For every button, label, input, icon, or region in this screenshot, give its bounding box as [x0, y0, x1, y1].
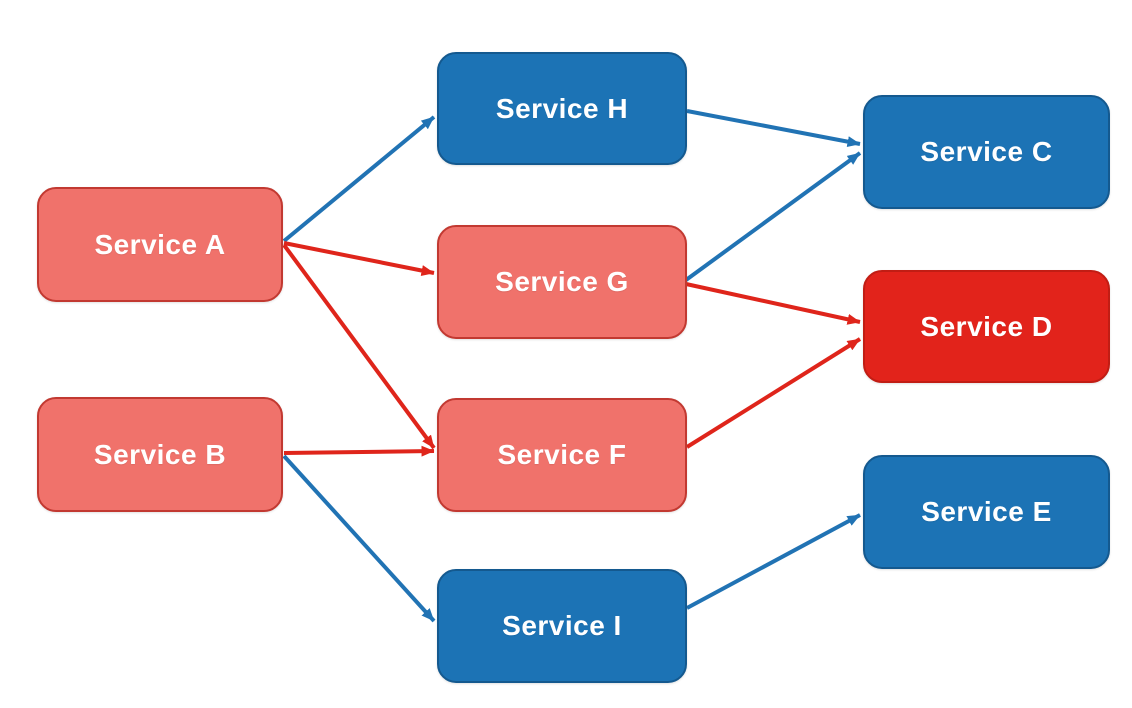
edge-g-to-d: [685, 282, 861, 325]
node-label: Service D: [920, 310, 1053, 342]
edge-f-to-d: [685, 337, 862, 449]
node-label: Service E: [921, 496, 1052, 527]
node-service-b: Service B: [37, 397, 283, 512]
node-label: Service F: [497, 439, 627, 470]
node-service-a: Service A: [37, 187, 283, 302]
edge-a-to-h: [282, 115, 436, 243]
node-label: Service H: [495, 92, 629, 124]
node-service-f: Service F: [437, 398, 687, 512]
node-label: Service A: [94, 228, 226, 260]
edges-group: [282, 109, 862, 623]
node-label: Service C: [920, 136, 1053, 167]
node-service-g: Service G: [437, 225, 687, 339]
node-label: Service I: [502, 610, 622, 641]
edge-g-to-c: [684, 151, 862, 282]
edge-a-to-f: [282, 243, 436, 450]
edge-h-to-c: [686, 109, 861, 148]
node-service-e: Service E: [863, 455, 1110, 569]
node-service-h: Service H: [437, 52, 687, 165]
edge-a-to-g: [283, 241, 435, 276]
edge-b-to-f: [283, 445, 435, 457]
edge-i-to-e: [686, 513, 861, 610]
node-service-i: Service I: [437, 569, 687, 683]
node-service-d: Service D: [863, 270, 1110, 383]
node-label: Service B: [93, 438, 227, 470]
node-label: Service G: [495, 266, 629, 297]
node-service-c: Service C: [863, 95, 1110, 209]
edge-b-to-i: [282, 454, 436, 623]
